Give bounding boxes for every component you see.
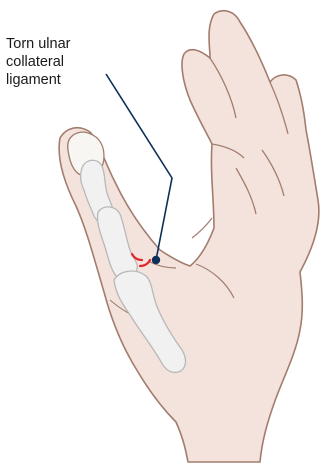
callout-label: Torn ulnar collateral ligament	[6, 35, 126, 89]
callout-label-line-3: ligament	[6, 71, 126, 89]
callout-label-line-1: Torn ulnar	[6, 35, 126, 53]
callout-pointer-dot	[152, 256, 160, 264]
callout-label-line-2: collateral	[6, 53, 126, 71]
finger-crease-6	[192, 218, 212, 238]
